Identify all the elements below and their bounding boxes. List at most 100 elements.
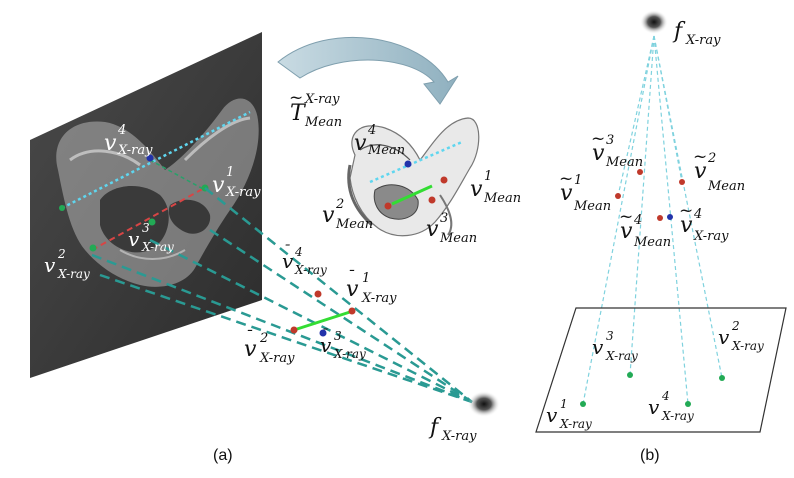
transform-arrow	[277, 36, 459, 105]
svg-text:3: 3	[440, 211, 448, 226]
svg-text:Mean: Mean	[605, 155, 643, 170]
svg-text:X-ray: X-ray	[57, 267, 90, 281]
svg-text:v: v	[426, 217, 439, 242]
svg-text:2: 2	[335, 197, 344, 212]
label-b-plane-v4: v 4 X-ray	[648, 389, 694, 423]
svg-text:v: v	[546, 403, 558, 427]
label-b-mean-v1: v ~ 1 Mean	[559, 169, 611, 214]
label-b-mean-v4: v ~ 4 Mean	[619, 207, 671, 250]
svg-text:~: ~	[679, 201, 693, 221]
svg-text:X-ray: X-ray	[361, 291, 397, 306]
label-b-plane-v1: v 1 X-ray	[546, 397, 592, 431]
svg-text:~: ~	[693, 147, 707, 167]
svg-text:X-ray: X-ray	[333, 347, 366, 361]
b-point-v4	[657, 215, 663, 221]
svg-text:2: 2	[707, 151, 716, 166]
svg-text:~: ~	[289, 88, 303, 108]
label-focus-b: f X-ray	[672, 19, 721, 48]
projected-point-v3	[319, 329, 327, 337]
svg-text:X-ray: X-ray	[661, 409, 694, 423]
label-proj-v1: v ¯ 1 X-ray	[346, 267, 397, 306]
svg-text:v: v	[680, 213, 693, 238]
projected-point-v4	[314, 290, 322, 298]
label-mean-v2: v 2 Mean	[322, 197, 373, 232]
svg-text:1: 1	[362, 271, 370, 286]
svg-text:X-ray: X-ray	[141, 240, 174, 254]
projection-rays-b	[582, 35, 723, 405]
mean-point-v2	[384, 202, 392, 210]
xray-point-v4	[146, 154, 154, 162]
svg-text:T: T	[290, 101, 307, 126]
svg-text:4: 4	[661, 389, 670, 403]
svg-text:4: 4	[693, 207, 702, 222]
label-proj-v3: v ¯ 3 X-ray	[320, 327, 366, 361]
label-mean-v4: v 4 Mean	[354, 123, 405, 158]
svg-text:~: ~	[619, 207, 633, 227]
svg-text:X-ray: X-ray	[294, 263, 327, 277]
svg-text:v: v	[244, 337, 257, 362]
svg-text:~: ~	[559, 169, 573, 189]
label-mean-v3: v 3 Mean	[426, 211, 477, 246]
svg-text:X-ray: X-ray	[304, 92, 340, 107]
svg-text:v: v	[322, 203, 335, 228]
svg-text:f: f	[428, 415, 442, 440]
svg-text:v: v	[44, 253, 56, 277]
svg-text:v: v	[320, 333, 332, 357]
svg-text:v: v	[282, 249, 294, 273]
projected-point-v2	[290, 326, 298, 334]
svg-text:v: v	[718, 325, 730, 349]
svg-text:2: 2	[259, 331, 268, 346]
xray-line-v4-v1	[61, 110, 251, 210]
b-plane-point-v2	[719, 375, 725, 381]
label-b-mean-v2: v ~ 2 Mean	[693, 147, 745, 194]
xray-line-v2-v1	[91, 185, 209, 251]
svg-text:f: f	[672, 19, 686, 44]
mean-point-v4	[404, 160, 412, 168]
mean-line-cyan	[369, 140, 463, 184]
svg-text:3: 3	[142, 221, 150, 235]
svg-text:Mean: Mean	[707, 179, 745, 194]
svg-text:X-ray: X-ray	[693, 229, 729, 244]
xray-point-a	[59, 205, 65, 211]
svg-text:v: v	[592, 335, 604, 359]
svg-text:v: v	[212, 173, 225, 198]
panel-label-a: (a)	[213, 447, 233, 464]
label-xray-v3: v 3 X-ray	[128, 221, 174, 254]
svg-text:X-ray: X-ray	[559, 417, 592, 431]
svg-text:1: 1	[484, 169, 492, 184]
svg-text:Mean: Mean	[304, 115, 342, 130]
b-plane-point-v1	[580, 401, 586, 407]
svg-text:v: v	[128, 227, 140, 251]
svg-text:Mean: Mean	[633, 235, 671, 250]
label-b-plane-v3: v 3 X-ray	[592, 329, 638, 363]
image-plane-b	[535, 307, 787, 433]
label-b-plane-v2: v 2 X-ray	[718, 319, 764, 353]
label-xray-v4: v 4 X-ray	[104, 123, 153, 158]
b-point-v1	[615, 193, 621, 199]
svg-text:v: v	[104, 131, 117, 156]
svg-text:X-ray: X-ray	[117, 143, 153, 158]
svg-text:X-ray: X-ray	[259, 351, 295, 366]
label-b-mean-v3: v ~ 3 Mean	[591, 129, 643, 170]
label-proj-v4: v ¯ 4 X-ray	[282, 243, 327, 277]
svg-text:1: 1	[560, 397, 568, 411]
svg-text:4: 4	[633, 213, 642, 228]
mean-pelvis-model	[347, 117, 480, 237]
svg-text:X-ray: X-ray	[685, 33, 721, 48]
svg-text:4: 4	[117, 123, 126, 138]
svg-text:2: 2	[731, 319, 740, 333]
svg-text:X-ray: X-ray	[225, 185, 261, 200]
label-mean-v1: v 1 Mean	[470, 169, 521, 206]
svg-text:v: v	[694, 159, 707, 184]
svg-text:¯: ¯	[321, 327, 328, 343]
label-b-mean-v4x: v ~ 4 X-ray	[679, 201, 729, 244]
focus-point-a	[468, 391, 500, 417]
svg-text:4: 4	[294, 245, 303, 259]
svg-text:v: v	[648, 395, 660, 419]
svg-text:Mean: Mean	[439, 231, 477, 246]
label-focus-a: f X-ray	[428, 415, 477, 444]
svg-text:2: 2	[57, 247, 66, 261]
panel-label-b: (b)	[640, 447, 660, 464]
